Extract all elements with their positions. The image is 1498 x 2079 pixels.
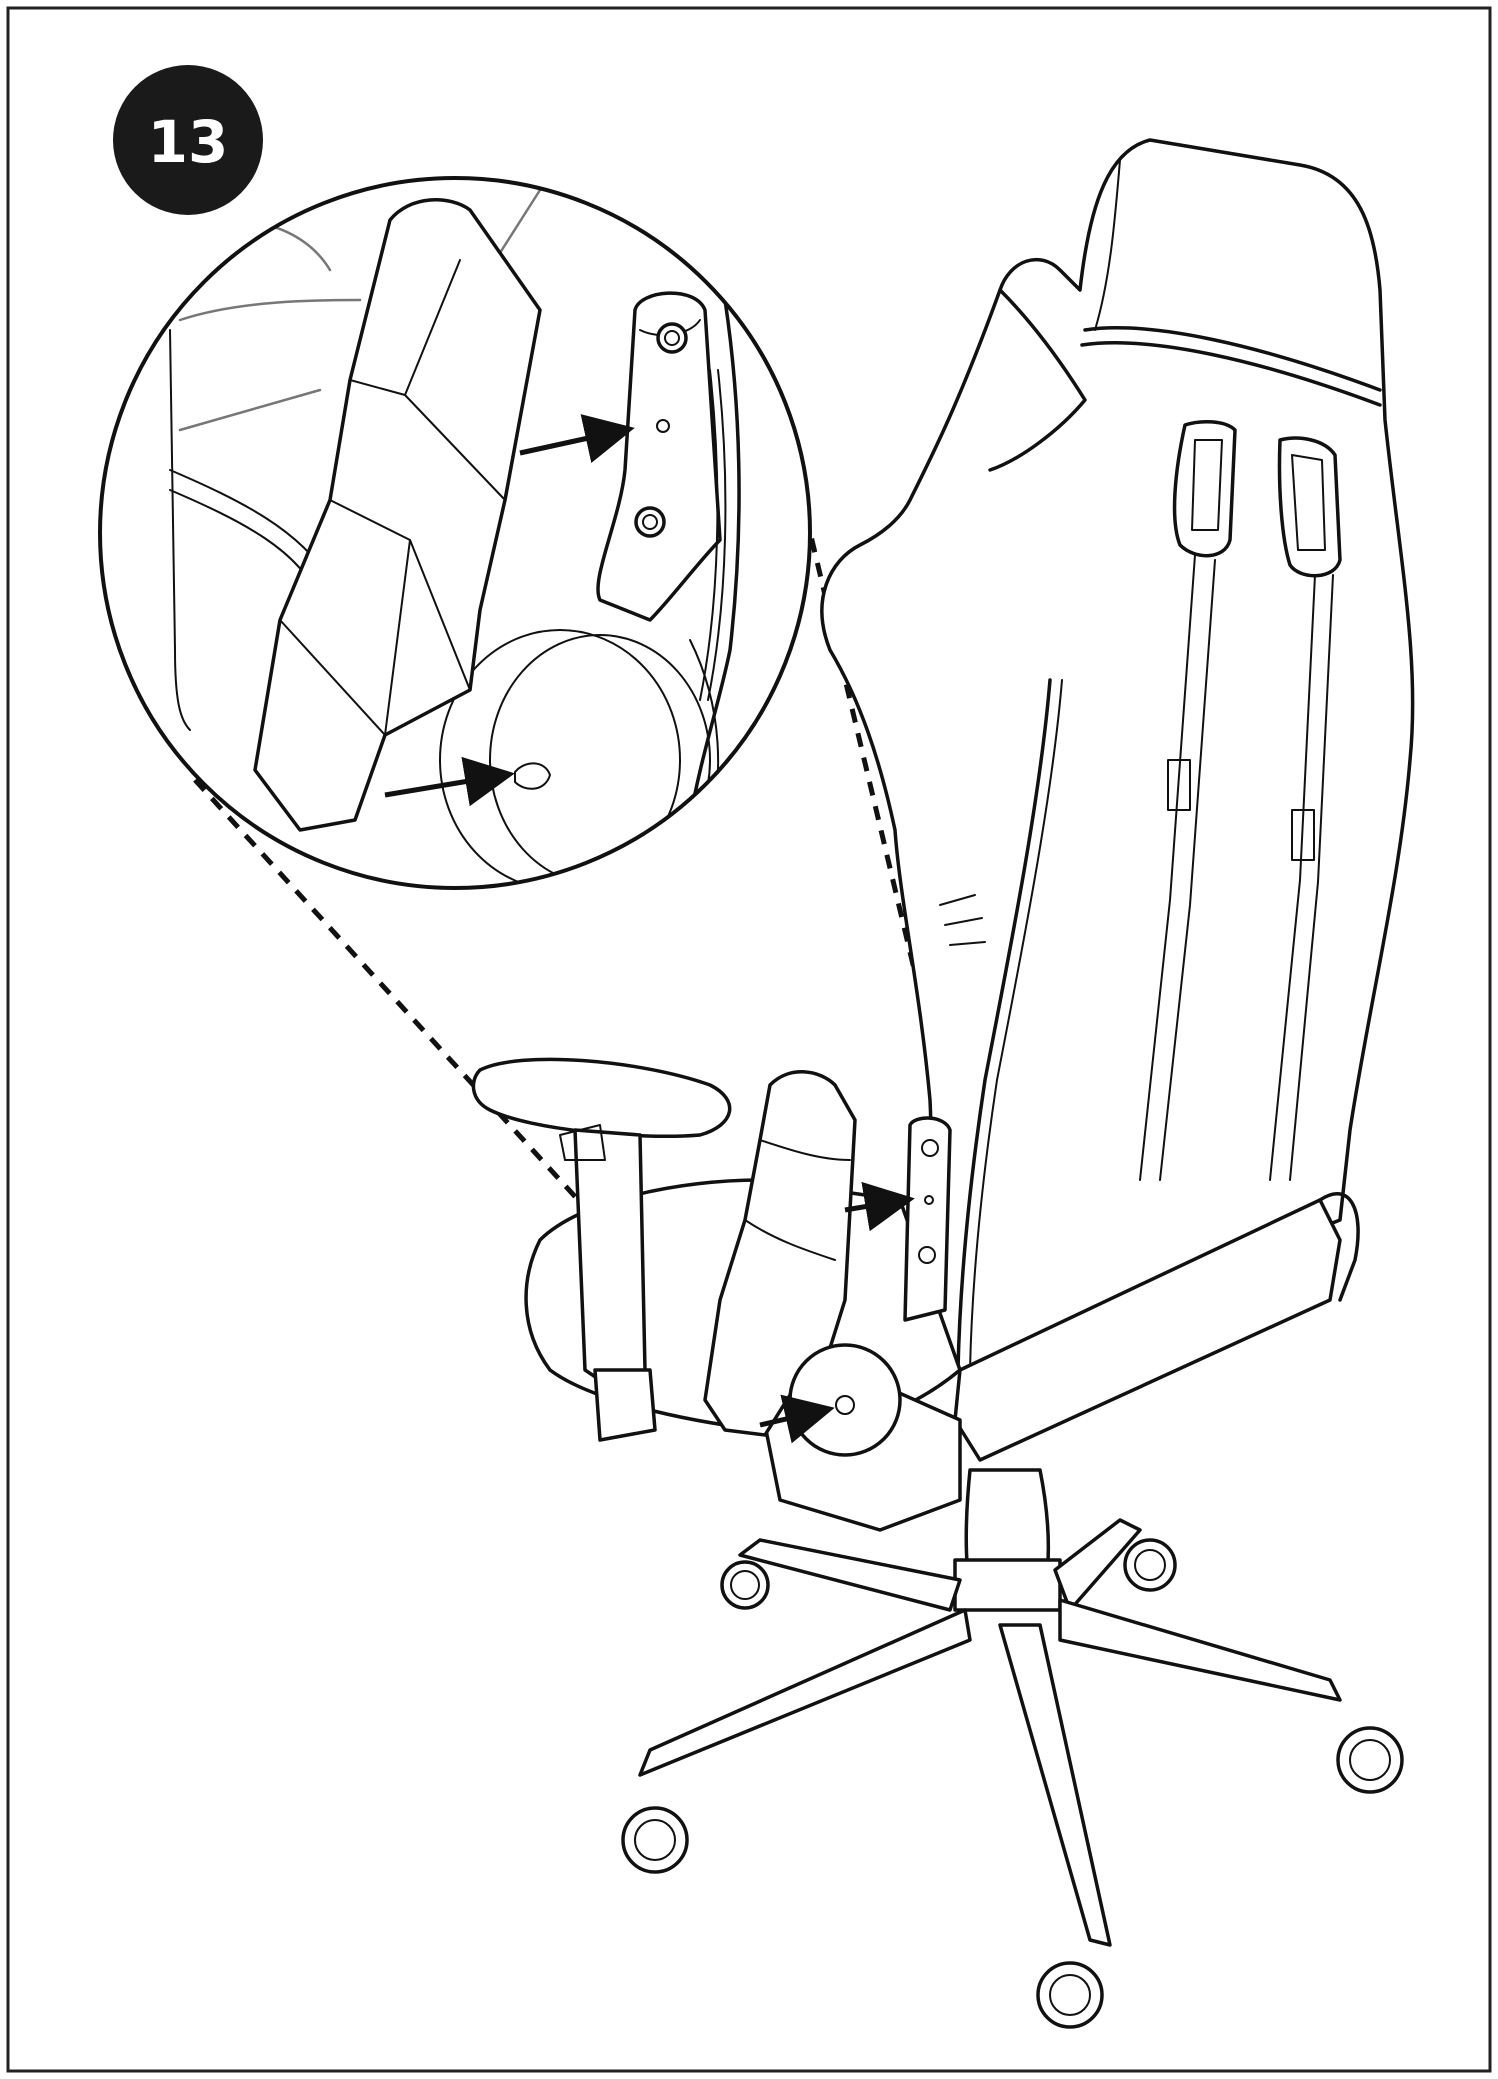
arrow-icon [384, 756, 515, 807]
arrow-icon [519, 414, 635, 463]
armrest-cover [703, 1070, 857, 1437]
arrow-icon [759, 1394, 835, 1444]
chair-base [621, 1468, 1404, 2029]
caster-wheel [1336, 1726, 1404, 1794]
step-number: 13 [148, 108, 229, 176]
step-badge: 13 [113, 65, 263, 215]
page-border [6, 6, 1492, 2073]
left-armrest [471, 1057, 732, 1442]
caster-wheel [720, 1560, 770, 1610]
caster-wheel [1123, 1538, 1177, 1592]
caster-wheel [1036, 1961, 1104, 2029]
magnify-callout [98, 176, 812, 890]
arrow-icon [844, 1181, 915, 1232]
caster-wheel [621, 1806, 689, 1874]
